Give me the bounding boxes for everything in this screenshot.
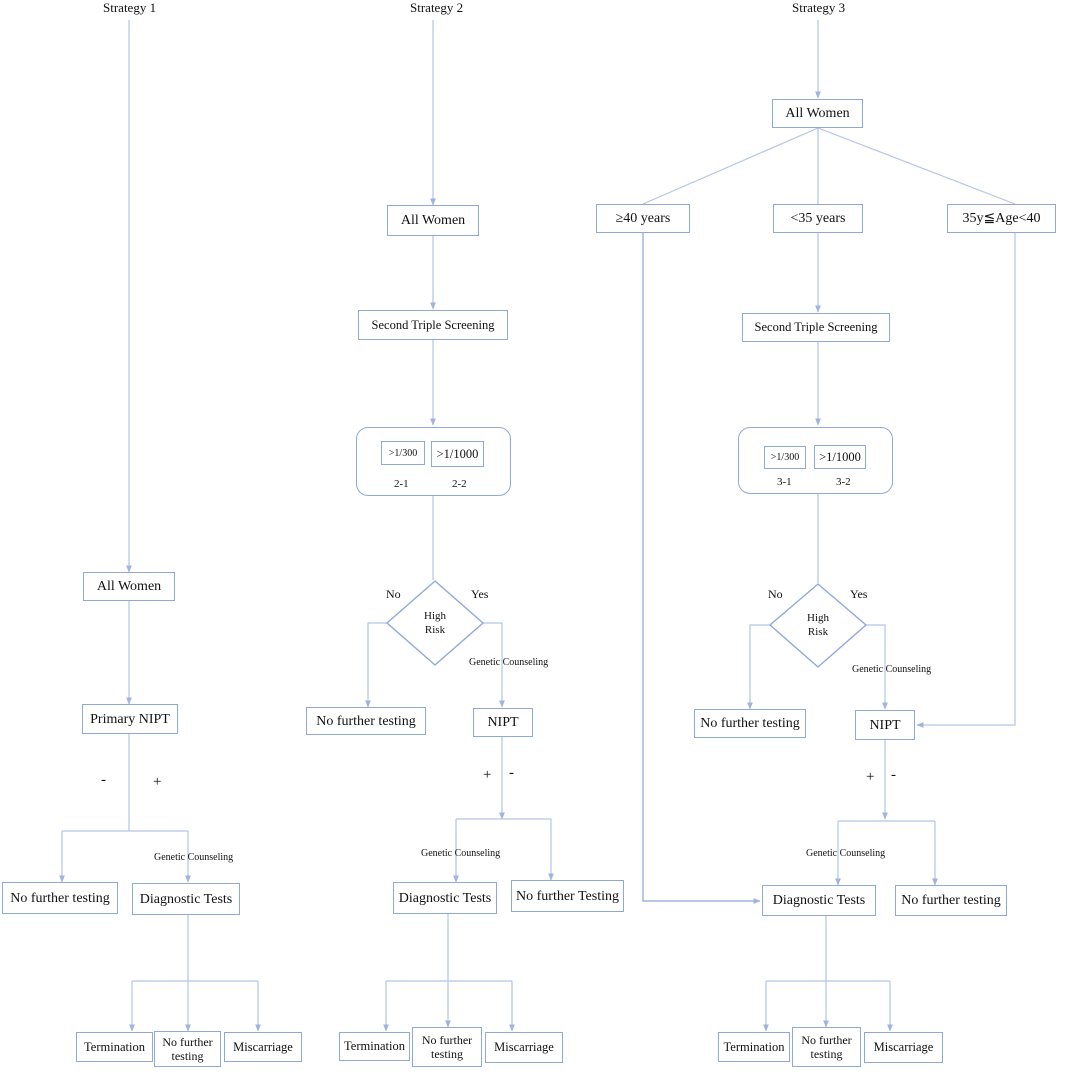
s3-no-further-testing-outcome-node: No further testing bbox=[792, 1027, 861, 1067]
s2-miscarriage-node: Miscarriage bbox=[485, 1032, 563, 1063]
s3-no-further-testing-node: No further testing bbox=[694, 709, 806, 738]
edge-s3-allwomen-ge40 bbox=[642, 127, 819, 205]
s3-no-label: No bbox=[768, 587, 783, 601]
s2-cutoff-1-300: >1/300 bbox=[381, 441, 425, 465]
s3-yes-label: Yes bbox=[850, 587, 868, 601]
s3-positive-sign: + bbox=[866, 769, 875, 785]
s3-second-triple-screening-node: Second Triple Screening bbox=[742, 313, 890, 342]
s1-negative-sign: - bbox=[101, 772, 106, 788]
s1-genetic-counseling-label: Genetic Counseling bbox=[154, 852, 234, 863]
s3-age-40-plus-node: ≥40 years bbox=[596, 204, 690, 233]
s2-genetic-counseling-label: Genetic Counseling bbox=[469, 657, 549, 668]
s2-cutoff-2-id: 2-2 bbox=[452, 478, 467, 490]
s1-diagnostic-tests-node: Diagnostic Tests bbox=[132, 883, 240, 915]
s2-genetic-counseling-label-2: Genetic Counseling bbox=[421, 848, 501, 859]
strategy-3-title: Strategy 3 bbox=[792, 0, 846, 15]
s1-positive-sign: + bbox=[153, 774, 162, 790]
s2-nipt-node: NIPT bbox=[473, 708, 533, 737]
s2-high-risk-diamond bbox=[385, 580, 485, 666]
edge-s3-allwomen-35-40 bbox=[817, 127, 1016, 205]
s1-termination-node: Termination bbox=[76, 1032, 153, 1062]
s3-termination-node: Termination bbox=[718, 1032, 790, 1062]
s3-diagnostic-tests-node: Diagnostic Tests bbox=[762, 885, 876, 916]
s2-high-risk-label: High Risk bbox=[424, 610, 446, 636]
s2-diagnostic-tests-node: Diagnostic Tests bbox=[393, 882, 497, 914]
s3-genetic-counseling-label-2: Genetic Counseling bbox=[806, 848, 886, 859]
s3-nipt-node: NIPT bbox=[855, 710, 915, 740]
s3-no-further-testing-b-node: No further testing bbox=[895, 885, 1007, 916]
s1-primary-nipt-node: Primary NIPT bbox=[82, 704, 178, 734]
s3-age-35-40-node: 35y≦Age<40 bbox=[947, 204, 1056, 233]
s3-cutoff-2-id: 3-2 bbox=[836, 476, 851, 488]
s3-all-women-node: All Women bbox=[772, 99, 863, 128]
edge-s2-diamond-no bbox=[365, 622, 388, 708]
edge-s3-35-40-nipt bbox=[916, 233, 1016, 728]
s2-negative-sign: - bbox=[509, 765, 514, 781]
s2-no-label: No bbox=[386, 587, 401, 601]
s2-second-triple-screening-node: Second Triple Screening bbox=[358, 310, 508, 340]
s2-all-women-node: All Women bbox=[387, 205, 479, 236]
s3-genetic-counseling-label: Genetic Counseling bbox=[852, 664, 932, 675]
edge-s3-diamond-no bbox=[747, 624, 771, 710]
s2-positive-sign: + bbox=[483, 767, 492, 783]
edge-s3-diamond-yes bbox=[866, 624, 888, 710]
s3-cutoff-1-id: 3-1 bbox=[777, 476, 792, 488]
strategy-2-title: Strategy 2 bbox=[410, 0, 464, 15]
s3-cutoff-1-1000: >1/1000 bbox=[814, 445, 866, 469]
s1-all-women-node: All Women bbox=[83, 572, 175, 601]
edge-s3-ge40-diagnostic bbox=[642, 233, 761, 904]
s1-no-further-testing-outcome-node: No further testing bbox=[154, 1031, 221, 1067]
s1-miscarriage-node: Miscarriage bbox=[224, 1032, 302, 1062]
edge-s2-diamond-yes bbox=[483, 622, 505, 708]
s2-no-further-testing-outcome-node: No further testing bbox=[412, 1027, 482, 1067]
s3-age-under-35-node: <35 years bbox=[773, 204, 863, 233]
s2-cutoff-1-id: 2-1 bbox=[394, 478, 409, 490]
s2-yes-label: Yes bbox=[471, 587, 489, 601]
s2-cutoff-1-1000: >1/1000 bbox=[431, 441, 484, 467]
s3-high-risk-diamond bbox=[768, 583, 868, 668]
s3-high-risk-label: High Risk bbox=[807, 612, 829, 638]
s3-negative-sign: - bbox=[891, 767, 896, 783]
s3-miscarriage-node: Miscarriage bbox=[864, 1032, 943, 1063]
s3-cutoff-1-300: >1/300 bbox=[764, 446, 806, 469]
s2-termination-node: Termination bbox=[339, 1032, 410, 1061]
s1-no-further-testing-node: No further testing bbox=[2, 882, 118, 914]
s2-no-further-testing-b-node: No further Testing bbox=[511, 880, 624, 912]
strategy-1-title: Strategy 1 bbox=[103, 0, 157, 15]
s2-no-further-testing-node: No further testing bbox=[306, 707, 426, 735]
